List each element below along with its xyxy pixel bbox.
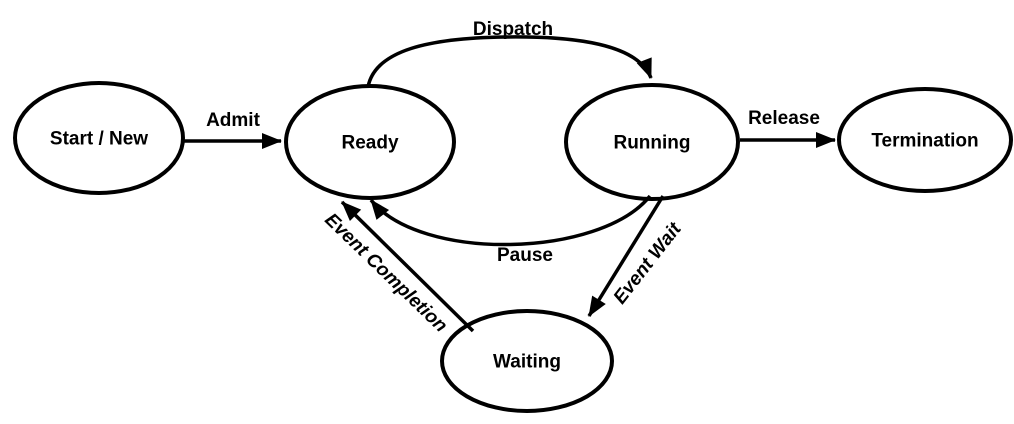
edge-admit-label: Admit (206, 110, 261, 131)
edge-event-completion-arrow (340, 200, 475, 333)
node-waiting-label: Waiting (493, 352, 561, 373)
node-ready-label: Ready (341, 133, 398, 154)
node-start-new-shape (13, 81, 185, 195)
edge-pause-label: Pause (497, 245, 553, 266)
edge-release-label: Release (748, 108, 820, 129)
node-running-shape (564, 83, 740, 201)
edge-event-completion-label: Event Completion (320, 209, 451, 336)
node-running-label: Running (613, 133, 690, 154)
edge-dispatch-label: Dispatch (473, 19, 553, 40)
edge-event-wait-arrow (587, 195, 665, 317)
edge-pause-arrow (369, 194, 652, 247)
node-waiting-shape (440, 309, 614, 413)
node-ready-shape (284, 84, 456, 200)
edge-dispatch-arrow (366, 35, 653, 88)
node-termination-shape (837, 87, 1013, 193)
node-termination-label: Termination (871, 131, 978, 152)
node-start-new-label: Start / New (50, 129, 148, 150)
